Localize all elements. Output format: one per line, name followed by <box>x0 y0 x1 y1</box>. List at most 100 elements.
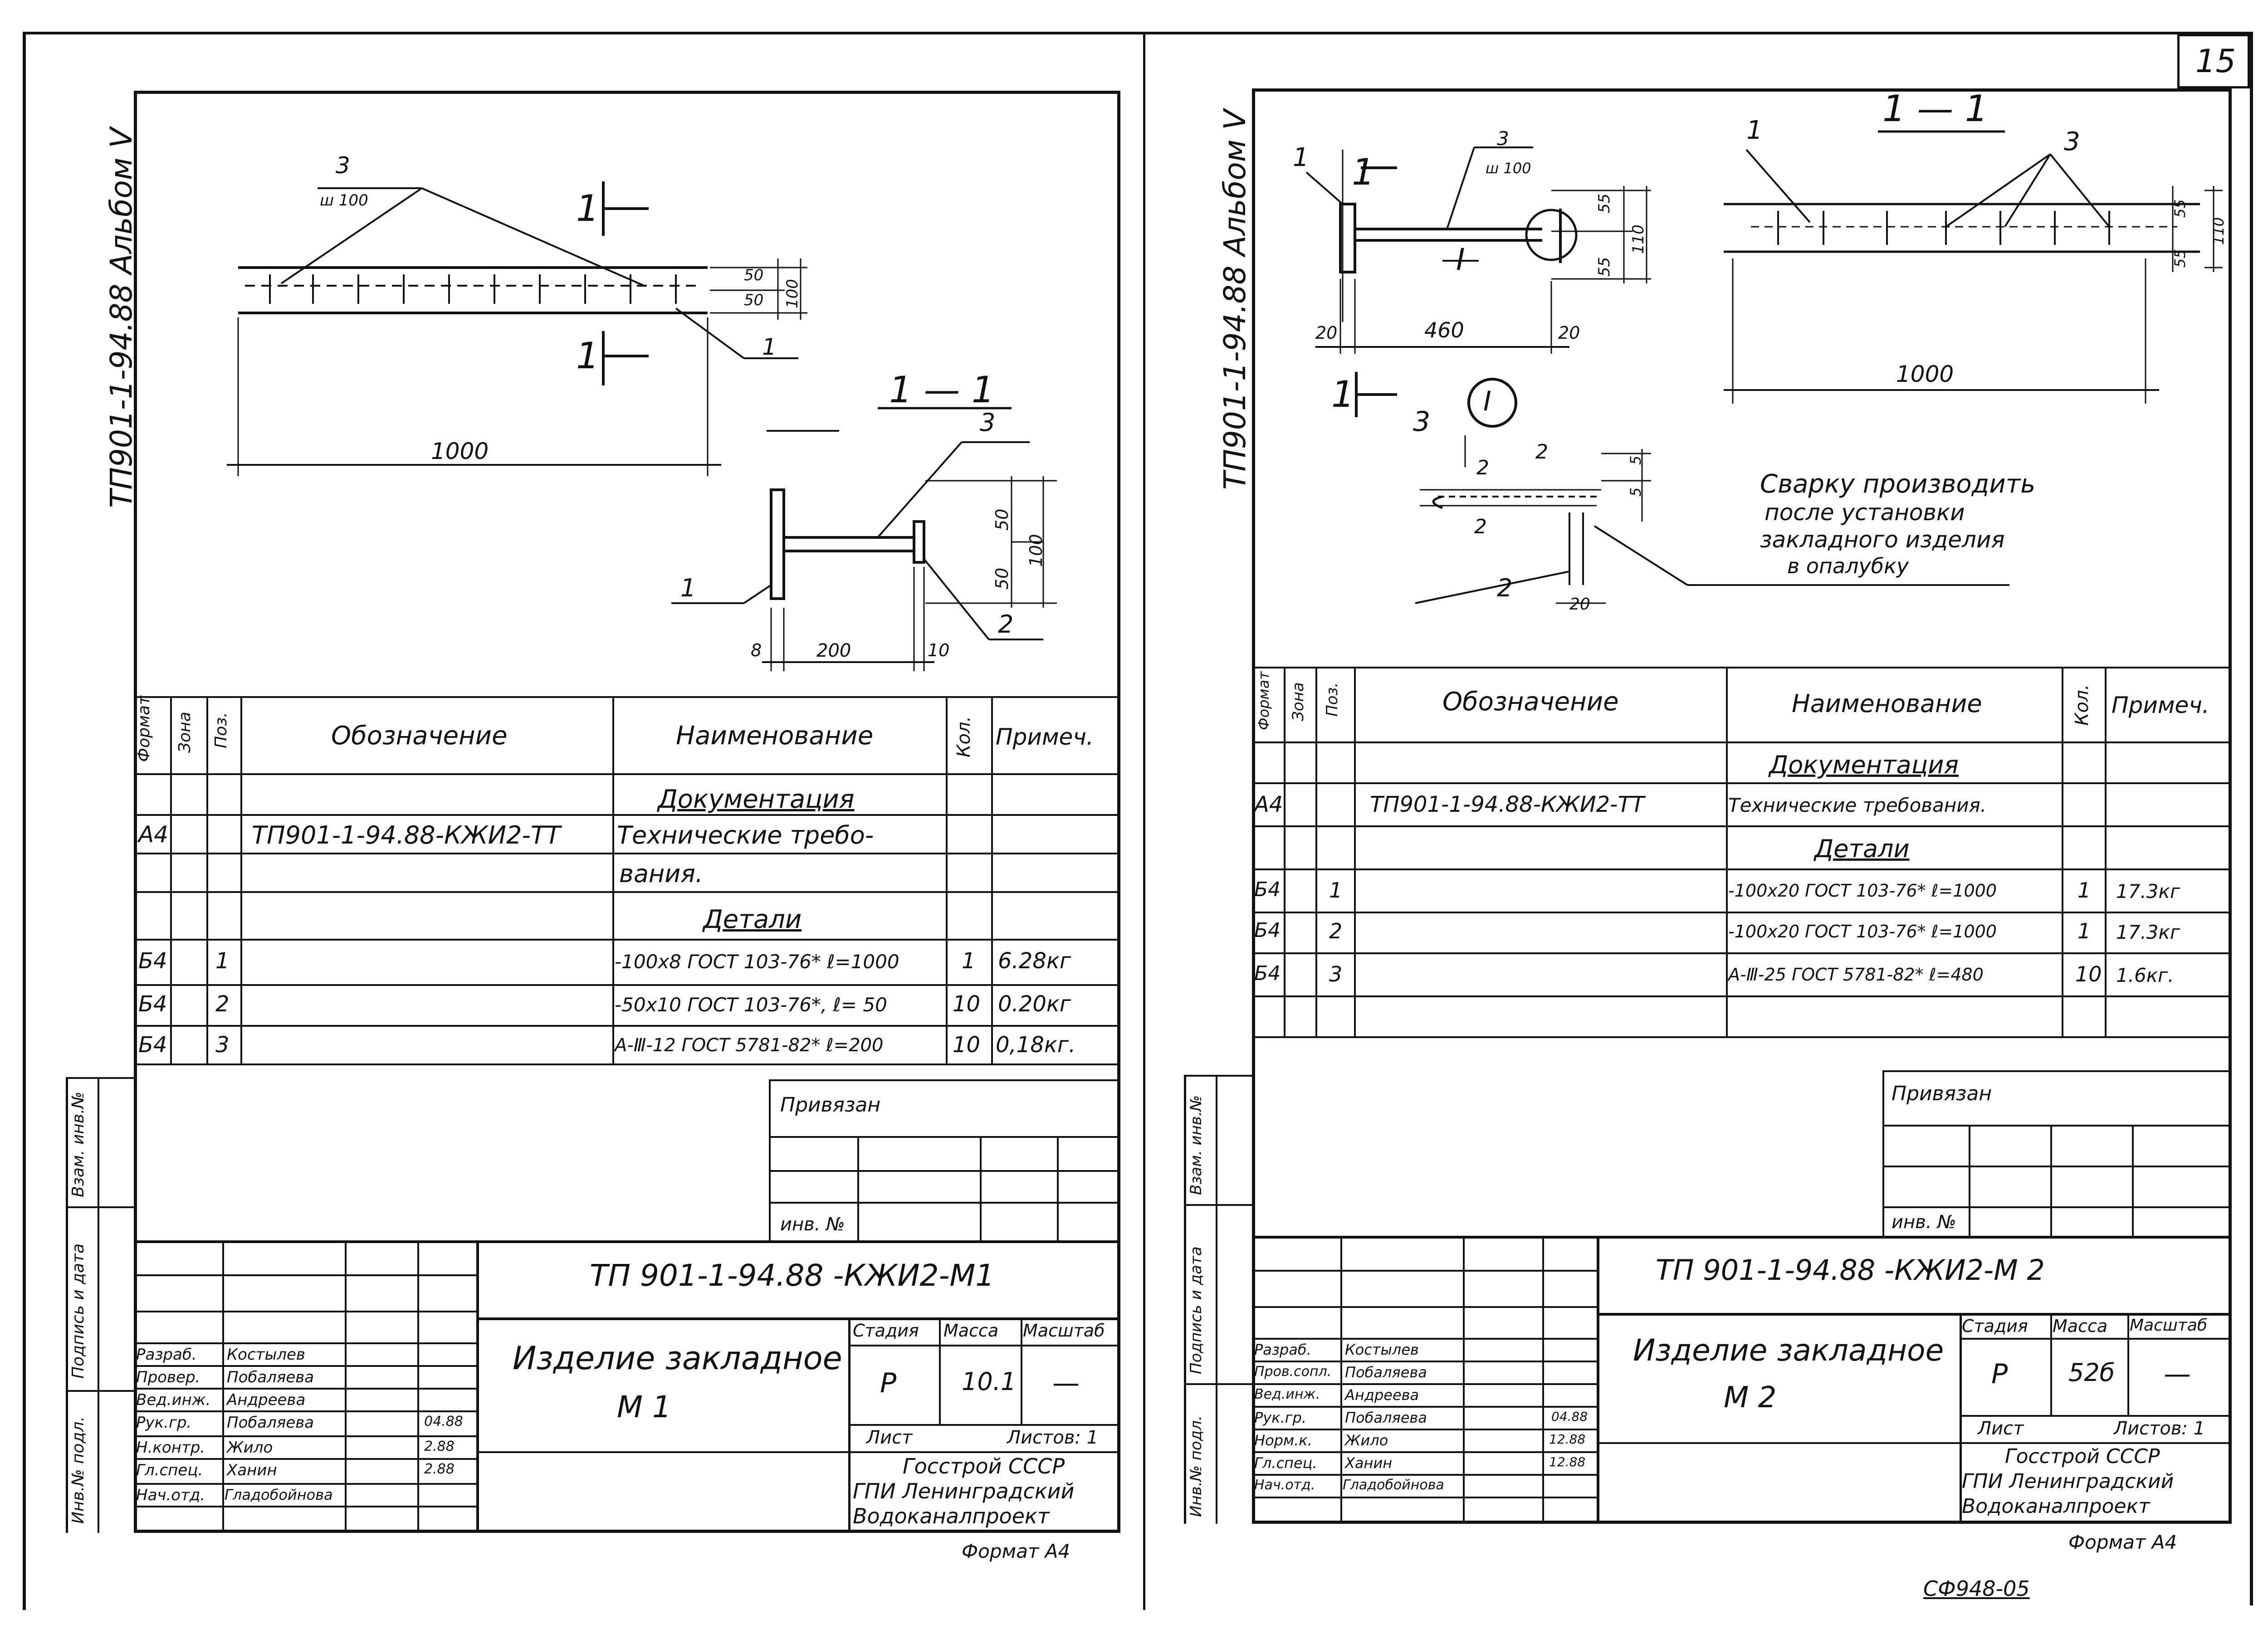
lt-header-pos: Поз. <box>212 712 230 748</box>
left-spacing-label: ш 100 <box>320 191 368 210</box>
rtb-h-r8 <box>1252 1497 1597 1498</box>
rtb-mass-header: Масса <box>2053 1316 2108 1336</box>
right-detail-dim-5a: 5 <box>1627 455 1644 465</box>
lt-header-qty: Кол. <box>953 716 974 757</box>
right-sec-dim-55a: 55 <box>2171 199 2189 218</box>
left-dim-50a: 50 <box>744 266 764 284</box>
rt-v6 <box>2105 667 2107 1036</box>
rp-h2 <box>1882 1166 2232 1167</box>
ltb-h-name <box>476 1451 848 1453</box>
rtb-name-1: Костылев <box>1345 1341 1419 1358</box>
rt-v1 <box>1284 667 1286 1036</box>
lt-h8 <box>134 1063 1120 1065</box>
ltb-name-7: Гладобойнова <box>225 1486 333 1503</box>
lt-row-3-qty: 10 <box>953 1032 981 1058</box>
rt-row-3-note: 1.6кг. <box>2116 964 2174 986</box>
ltb-h-org <box>848 1451 1120 1453</box>
ltb-org-3: Водоканалпроект <box>853 1504 1050 1528</box>
rtb-h-r2 <box>1252 1361 1597 1362</box>
rt-h4 <box>1252 868 2232 870</box>
rt-doc-designation: ТП901-1-94.88-КЖИ2-ТТ <box>1370 792 1645 817</box>
ls-label-replace: Взам. инв.№ <box>69 1092 88 1197</box>
right-detail-dim-5b: 5 <box>1627 487 1644 497</box>
rtb-role-1: Разраб. <box>1254 1341 1311 1358</box>
lp-inv-label: инв. № <box>780 1214 845 1235</box>
right-cut-marker-top: 1 <box>1352 151 1375 193</box>
lt-header-note: Примеч. <box>996 724 1094 750</box>
right-detail-callout-2d: 2 <box>1497 574 1513 602</box>
rtb-h-a <box>1252 1270 1597 1272</box>
rt-row-1-qty: 1 <box>2077 878 2091 902</box>
lt-h3 <box>134 853 1120 854</box>
ls-h0 <box>66 1077 134 1079</box>
left-sec-dim-200: 200 <box>816 640 851 661</box>
rs-label-replace: Взам. инв.№ <box>1187 1095 1205 1195</box>
ltb-h-a <box>134 1274 476 1276</box>
rt-row-2-name: -100х20 ГОСТ 103-76* ℓ=1000 <box>1728 922 1997 941</box>
right-detail-circle-mark: I <box>1483 385 1491 417</box>
rt-v4 <box>1726 667 1728 1036</box>
rtb-h-r7 <box>1252 1474 1597 1476</box>
ltb-mass-header: Масса <box>943 1321 999 1341</box>
rs-h1 <box>1184 1204 1252 1206</box>
lt-header-format: Формат <box>135 695 153 762</box>
right-dim-20b: 20 <box>1558 323 1580 343</box>
rtb-stage-header: Стадия <box>1962 1316 2028 1336</box>
rt-doc-heading: Документация <box>1769 751 1959 779</box>
ls-label-sign: Подпись и дата <box>69 1243 88 1379</box>
ltb-date-6: 2.88 <box>424 1461 455 1477</box>
right-detail-dim-20: 20 <box>1569 595 1590 614</box>
lp-v2 <box>980 1136 982 1243</box>
rtb-product-mark: М 2 <box>1724 1381 1777 1415</box>
rtb-h-name <box>1597 1442 1960 1444</box>
ltb-h-r5 <box>134 1435 476 1437</box>
lt-doc-designation: ТП901-1-94.88-КЖИ2-ТТ <box>252 821 561 849</box>
lt-doc-format: A4 <box>138 821 169 848</box>
lt-h7 <box>134 1025 1120 1027</box>
rp-h0 <box>1882 1070 2232 1072</box>
left-dim-100: 100 <box>783 279 802 308</box>
lt-h5 <box>134 939 1120 941</box>
rtb-h-r1 <box>1252 1338 1597 1340</box>
ltb-top <box>134 1240 1120 1243</box>
rt-v2 <box>1315 667 1317 1036</box>
lt-row-3-note: 0,18кг. <box>996 1032 1076 1058</box>
rtb-scale-header: Масштаб <box>2130 1316 2208 1335</box>
rtb-name-5: Жило <box>1345 1432 1388 1449</box>
right-section-callout-1: 1 <box>1746 116 1763 145</box>
rtb-sheet-label: Лист <box>1978 1418 2024 1439</box>
ltb-role-3: Вед.инж. <box>136 1391 211 1409</box>
rt-row-3-pos: 3 <box>1329 962 1343 986</box>
rt-row-3-qty: 10 <box>2075 962 2102 986</box>
ltb-product-mark: М 1 <box>617 1390 671 1424</box>
rtb-v4 <box>1597 1236 1599 1524</box>
rtb-name-6: Ханин <box>1345 1454 1393 1472</box>
rp-v3 <box>2132 1125 2134 1238</box>
rt-row-1-note: 17.3кг <box>2116 880 2180 902</box>
rtb-h-sheet <box>1960 1415 2232 1417</box>
ltb-h-r3 <box>134 1388 476 1390</box>
rtb-org-2: ГПИ Ленинградский <box>1962 1470 2174 1493</box>
ltb-v1 <box>222 1240 224 1533</box>
left-sec-dim-100: 100 <box>1026 534 1046 567</box>
ltb-sheet-label: Лист <box>866 1427 913 1448</box>
right-sec-dim-1000: 1000 <box>1896 361 1954 387</box>
lt-doc-name1: Технические требо- <box>617 821 874 849</box>
ltb-role-1: Разраб. <box>136 1346 197 1364</box>
ltb-date-4: 04.88 <box>424 1414 463 1429</box>
rt-row-2-note: 17.3кг <box>2116 921 2180 943</box>
right-detail-callout-2b: 2 <box>1476 456 1489 479</box>
lt-header-zone: Зона <box>176 712 194 753</box>
rt-row-3-format: Б4 <box>1254 962 1281 985</box>
rtb-name-3: Андреева <box>1345 1386 1419 1404</box>
rp-inv-label: инв. № <box>1892 1212 1956 1233</box>
lt-header-name: Наименование <box>676 721 874 751</box>
lt-row-1-qty: 1 <box>962 948 976 974</box>
right-detail-callout-2a: 2 <box>1535 440 1548 463</box>
lp-h1 <box>769 1136 1120 1138</box>
rt-h7 <box>1252 995 2232 997</box>
ltb-v2 <box>345 1240 347 1533</box>
lt-doc-heading: Документация <box>658 785 855 814</box>
ltb-name-1: Костылев <box>227 1346 305 1364</box>
rtb-h-r5 <box>1252 1429 1597 1430</box>
